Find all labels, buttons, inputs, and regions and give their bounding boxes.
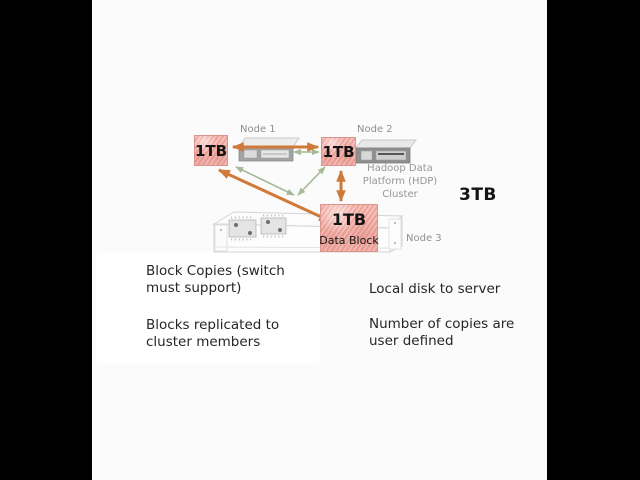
letterbox-left (0, 0, 92, 480)
note-copies-user-defined: Number of copies are user defined (369, 316, 515, 349)
cluster-caption-line2: Platform (HDP) (362, 176, 438, 187)
cluster-caption-line1: Hadoop Data (367, 163, 433, 174)
data-block-node2: 1TB (321, 137, 356, 166)
node1-label: Node 1 (240, 124, 276, 135)
note-blocks-replicated: Blocks replicated to cluster members (146, 317, 280, 350)
data-block-node3: 1TB Data Block (319, 204, 379, 252)
cluster-caption-line3: Cluster (382, 189, 418, 200)
cluster-caption: Hadoop Data Platform (HDP) Cluster (352, 162, 448, 201)
note-local-disk: Local disk to server (369, 281, 501, 297)
data-block-node1-label: 1TB (194, 141, 228, 160)
note-block-copies: Block Copies (switch must support) (146, 263, 285, 296)
data-block-node3-sublabel: Data Block (319, 234, 379, 247)
node3-label: Node 3 (406, 233, 442, 244)
total-capacity-label: 3TB (459, 185, 497, 205)
data-block-node1: 1TB (194, 135, 228, 166)
data-block-node2-label: 1TB (322, 142, 355, 161)
data-block-node3-label: 1TB (331, 210, 367, 229)
letterbox-right (547, 0, 640, 480)
notes-panel (96, 252, 320, 364)
node2-label: Node 2 (357, 124, 393, 135)
